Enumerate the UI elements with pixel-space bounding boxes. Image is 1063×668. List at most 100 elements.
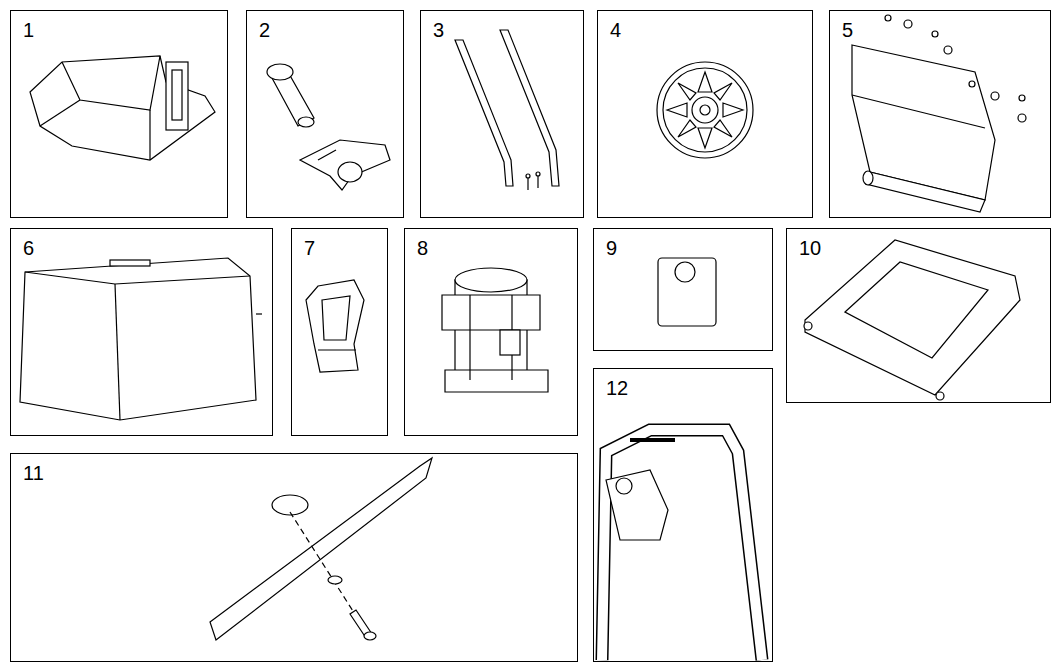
rear-flap-part [885, 15, 891, 21]
rear-flap-part [852, 95, 985, 128]
part-panel: 5 [829, 10, 1051, 218]
rear-flap-part [852, 45, 995, 200]
callout-number: 10 [799, 237, 821, 259]
wheel-part [667, 103, 687, 117]
motor-part [445, 370, 548, 392]
rear-flap-part [944, 46, 952, 54]
part-panel: 8 [404, 228, 578, 436]
bag-frame-part [804, 322, 812, 330]
plug-plate-part [675, 262, 695, 282]
motor-part [442, 295, 540, 330]
blade-assembly [210, 458, 432, 640]
handle-rods-part [526, 174, 530, 178]
grass-bag-part [25, 272, 250, 284]
bolt-and-knob [267, 64, 390, 190]
bolt-and-knob-part [300, 140, 390, 190]
rear-flap-part [991, 92, 999, 100]
callout-number: 11 [23, 462, 44, 484]
bolt-and-knob-part [318, 150, 336, 160]
bag-frame-part [805, 240, 1020, 395]
wheel-part [657, 62, 753, 158]
wheel-part [714, 120, 732, 137]
motor-part [469, 295, 470, 380]
grass-bag-part [110, 260, 150, 266]
callout-number: 6 [23, 237, 34, 259]
part-panel: 1 [10, 10, 228, 218]
part-panel: 12 [593, 368, 773, 662]
grass-chute-part [40, 100, 80, 126]
callout-number: 8 [417, 237, 428, 259]
wheel-part [692, 97, 718, 123]
handle-part [602, 430, 762, 660]
grass-chute [30, 56, 215, 160]
wheel-part [700, 105, 710, 115]
motor-part [455, 268, 527, 292]
handle [602, 430, 762, 660]
part-panel: 4 [597, 10, 813, 218]
grass-chute-part [166, 62, 188, 130]
callout-number: 12 [606, 377, 628, 399]
grass-bag-part [256, 313, 262, 314]
rear-flap-part [1018, 114, 1026, 122]
bag-frame-part [936, 392, 944, 400]
grass-chute-part [30, 56, 215, 160]
handle-rods [455, 30, 559, 190]
callout-number: 4 [610, 19, 621, 41]
bag-frame-part [845, 262, 988, 358]
wheel-part [723, 103, 743, 117]
callout-number: 2 [259, 19, 270, 41]
part-panel: 10 [786, 228, 1051, 403]
part-panel: 2 [246, 10, 404, 218]
blade-assembly-part [210, 458, 432, 640]
rear-flap-part [863, 171, 873, 185]
part-panel: 11 [10, 453, 578, 662]
rear-flap-part [904, 20, 912, 28]
rear-flap [852, 15, 1026, 212]
bag-frame [804, 240, 1020, 400]
grass-bag-part [115, 284, 120, 420]
bolt-and-knob-part [338, 162, 362, 182]
grass-chute-part [149, 110, 150, 160]
wheel-part [714, 83, 732, 100]
safety-key-part [322, 296, 350, 340]
wheel [657, 62, 753, 158]
bolt-and-knob-part [298, 117, 314, 127]
rear-flap-part [866, 172, 985, 212]
handle-part [630, 438, 675, 442]
blade-assembly-part [364, 632, 376, 640]
rear-flap-part [969, 81, 975, 87]
blade-assembly-part [328, 576, 342, 584]
callout-number: 7 [304, 237, 315, 259]
wheel-part [663, 68, 747, 152]
motor [442, 268, 548, 392]
wheel-part [678, 83, 696, 100]
callout-number: 9 [606, 237, 617, 259]
callout-number: 5 [842, 19, 853, 41]
grass-chute-part [172, 70, 182, 120]
motor-part [500, 330, 520, 355]
rear-flap-part [932, 31, 938, 37]
rear-flap-part [1019, 95, 1025, 101]
callout-number: 3 [433, 19, 444, 41]
handle-rods-part [500, 30, 559, 186]
safety-key-part [306, 280, 364, 372]
wheel-part [698, 72, 712, 92]
part-panel: 3 [420, 10, 584, 218]
plug-plate [658, 258, 716, 326]
plug-plate-part [658, 258, 716, 326]
handle-rods-part [536, 172, 540, 176]
wheel-part [678, 120, 696, 137]
grass-bag [20, 258, 262, 420]
safety-key [306, 280, 364, 372]
handle-rods-part [455, 40, 513, 186]
bolt-and-knob-part [267, 64, 293, 80]
grass-bag-part [20, 258, 256, 420]
safety-key-part [318, 349, 356, 350]
wheel-part [698, 128, 712, 148]
part-panel: 6 [10, 228, 273, 436]
handle-part [602, 430, 762, 660]
handle-part [616, 478, 632, 494]
callout-number: 1 [23, 19, 34, 41]
part-panel: 9 [593, 228, 773, 351]
